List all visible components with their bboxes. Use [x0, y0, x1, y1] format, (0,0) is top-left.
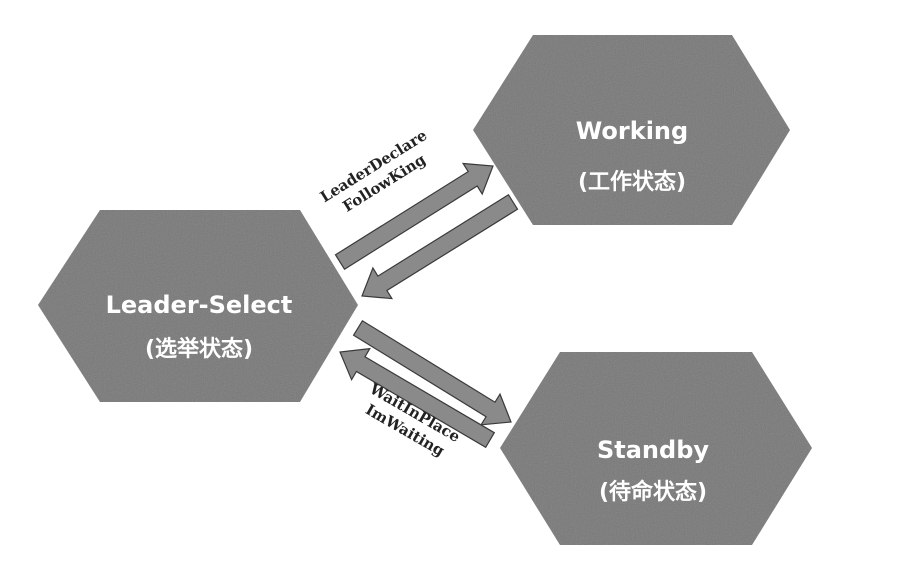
working-subtitle: (工作状态) [578, 169, 686, 195]
standby-title: Standby [597, 436, 709, 464]
arrow-leader-select-to-standby [352, 319, 512, 426]
standby-hexagon [500, 352, 812, 545]
leader-select-state-node: Leader-Select (选举状态) [38, 210, 358, 402]
standby-subtitle: (待命状态) [599, 479, 707, 505]
working-hexagon [473, 35, 790, 225]
leader-select-subtitle: (选举状态) [145, 336, 253, 362]
leader-select-title: Leader-Select [106, 291, 293, 319]
arrow-leader-select-to-working [334, 162, 494, 271]
leader-select-hexagon [38, 210, 358, 402]
standby-state-node: Standby (待命状态) [500, 352, 812, 545]
arrow-working-to-leader-select [361, 193, 519, 300]
arrow-standby-to-leader-select [339, 347, 496, 449]
working-title: Working [576, 117, 688, 145]
working-state-node: Working (工作状态) [473, 35, 790, 225]
